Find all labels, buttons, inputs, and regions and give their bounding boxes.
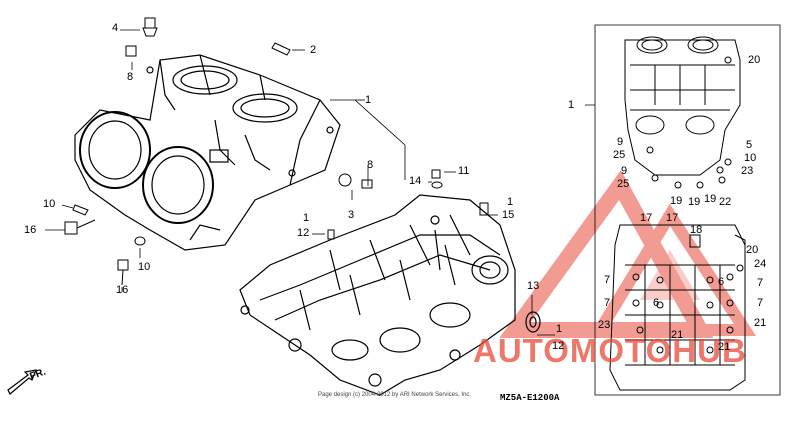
callout-9: 9 xyxy=(621,165,628,177)
callout-19: 19 xyxy=(670,195,683,207)
small-parts-upper xyxy=(64,17,489,286)
callout-3: 3 xyxy=(348,209,355,221)
callout-12: 12 xyxy=(552,340,565,352)
callout-1: 1 xyxy=(507,196,514,208)
diagram-code: MZ5A-E1200A xyxy=(500,393,560,403)
callout-17: 17 xyxy=(666,212,679,224)
watermark-text: AUTOMOTOHUB xyxy=(473,332,747,369)
lower-case-bottom-view xyxy=(609,36,746,391)
lower-crankcase xyxy=(239,194,516,396)
callout-23: 23 xyxy=(741,165,754,177)
callout-19: 19 xyxy=(688,196,701,208)
callout-4: 4 xyxy=(112,22,119,34)
callout-2: 2 xyxy=(310,44,317,56)
callout-12: 12 xyxy=(297,227,310,239)
copyright-footer: Page design (c) 2004-2012 by ARI Network… xyxy=(318,392,472,398)
callout-19: 19 xyxy=(704,193,717,205)
callout-25: 25 xyxy=(613,149,626,161)
callout-1: 1 xyxy=(556,323,563,335)
upper-crankcase xyxy=(74,54,341,251)
callout-23: 23 xyxy=(598,319,611,331)
callout-25: 25 xyxy=(617,178,630,190)
callout-20: 20 xyxy=(748,54,761,66)
callout-24: 24 xyxy=(754,258,767,270)
callout-16: 16 xyxy=(116,284,129,296)
callout-20: 20 xyxy=(746,244,759,256)
callout-14: 14 xyxy=(409,175,422,187)
callout-16: 16 xyxy=(24,224,37,236)
callout-7: 7 xyxy=(604,274,611,286)
callout-17: 17 xyxy=(640,212,653,224)
callout-10: 10 xyxy=(138,261,151,273)
callout-8: 8 xyxy=(367,159,374,171)
callout-13: 13 xyxy=(527,280,540,292)
callout-10: 10 xyxy=(43,198,56,210)
front-arrow-icon xyxy=(7,369,37,395)
callout-1: 1 xyxy=(568,99,575,111)
callout-7: 7 xyxy=(757,297,764,309)
callout-5: 5 xyxy=(746,139,753,151)
callout-8: 8 xyxy=(127,71,134,83)
leader-lines xyxy=(45,24,781,396)
callout-6: 6 xyxy=(718,276,725,288)
callout-1: 1 xyxy=(365,94,372,106)
callout-7: 7 xyxy=(604,297,611,309)
callout-18: 18 xyxy=(690,224,703,236)
callout-22: 22 xyxy=(719,196,732,208)
oil-seal xyxy=(525,311,541,333)
callout-6: 6 xyxy=(653,297,660,309)
callout-1: 1 xyxy=(303,212,310,224)
callout-21: 21 xyxy=(754,317,767,329)
callout-11: 11 xyxy=(458,165,470,177)
callout-7: 7 xyxy=(757,277,764,289)
callout-9: 9 xyxy=(617,136,624,148)
callout-10: 10 xyxy=(744,152,757,164)
callout-15: 15 xyxy=(502,209,515,221)
callout-21: 21 xyxy=(718,341,731,353)
callout-21: 21 xyxy=(671,329,684,341)
